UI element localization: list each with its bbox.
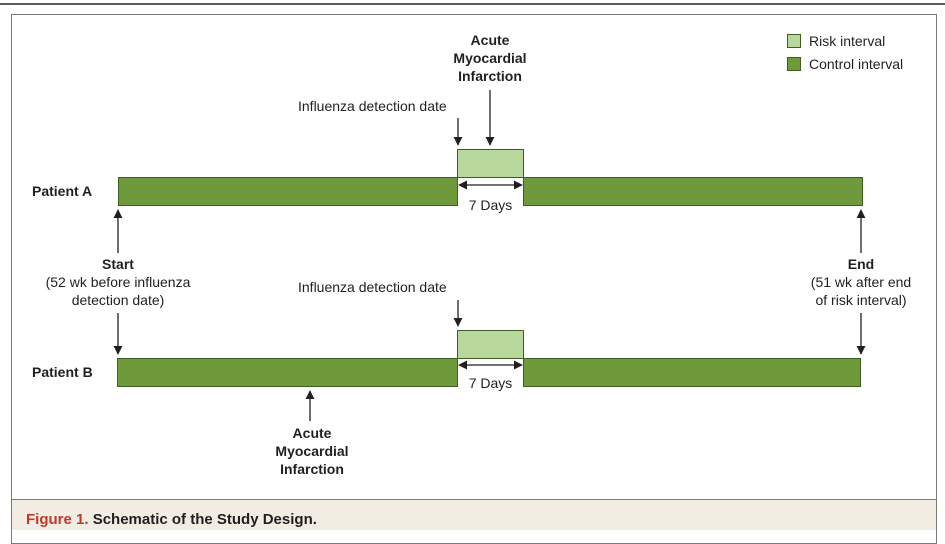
caption-title: Schematic of the Study Design. bbox=[92, 511, 317, 528]
patient-a-event-line2: Myocardial bbox=[453, 50, 527, 66]
figure-caption: Figure 1. Schematic of the Study Design. bbox=[26, 511, 317, 528]
legend-control-swatch bbox=[787, 57, 801, 71]
patient-b-label: Patient B bbox=[32, 364, 93, 380]
patient-a-control-bar-right bbox=[523, 177, 863, 206]
end-line1: (51 wk after end bbox=[810, 274, 912, 290]
start-line1: (52 wk before influenza bbox=[45, 274, 191, 290]
top-rule bbox=[0, 3, 945, 5]
patient-b-event-label: Acute Myocardial Infarction bbox=[252, 424, 372, 478]
end-title: End bbox=[847, 256, 875, 272]
patient-a-days-label: 7 Days bbox=[468, 197, 513, 213]
patient-b-detection-label: Influenza detection date bbox=[298, 279, 447, 295]
end-label: End (51 wk after end of risk interval) bbox=[790, 255, 932, 309]
patient-b-event-line1: Acute bbox=[292, 425, 332, 441]
caption-bar bbox=[12, 499, 936, 530]
start-title: Start bbox=[102, 256, 134, 272]
legend-risk-label: Risk interval bbox=[809, 33, 886, 49]
patient-a-label: Patient A bbox=[32, 183, 93, 199]
patient-a-event-line3: Infarction bbox=[458, 68, 522, 84]
end-line2: of risk interval) bbox=[815, 292, 907, 308]
patient-a-detection-label: Influenza detection date bbox=[298, 98, 447, 114]
patient-a-event-label: Acute Myocardial Infarction bbox=[430, 31, 550, 85]
legend-control-label: Control interval bbox=[809, 56, 904, 72]
patient-b-risk-bar bbox=[457, 330, 524, 359]
legend-risk-swatch bbox=[787, 34, 801, 48]
patient-b-event-line2: Myocardial bbox=[275, 443, 349, 459]
start-line2: detection date) bbox=[71, 292, 165, 308]
caption-figure-number: Figure 1. bbox=[26, 511, 89, 528]
figure-frame bbox=[11, 14, 937, 544]
patient-a-risk-bar bbox=[457, 149, 524, 178]
patient-b-control-bar-right bbox=[523, 358, 861, 387]
patient-b-event-line3: Infarction bbox=[280, 461, 344, 477]
arrows-layer bbox=[113, 90, 866, 421]
patient-b-days-label: 7 Days bbox=[468, 375, 513, 391]
patient-a-control-bar-left bbox=[118, 177, 458, 206]
patient-a-event-line1: Acute bbox=[470, 32, 510, 48]
patient-b-control-bar-left bbox=[117, 358, 458, 387]
start-label: Start (52 wk before influenza detection … bbox=[28, 255, 208, 309]
